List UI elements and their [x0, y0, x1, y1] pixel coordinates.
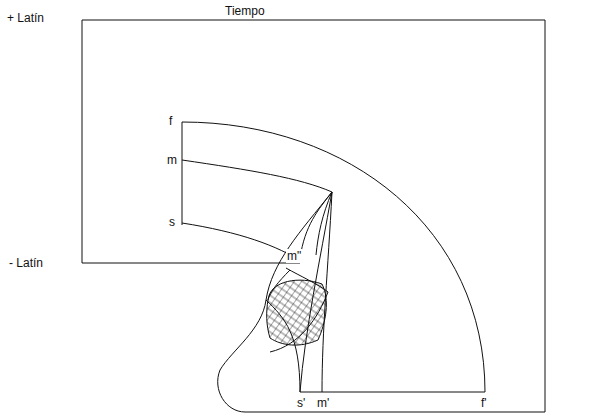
- frame-line: [82, 20, 545, 412]
- curve-letter: m": [286, 249, 302, 263]
- start-bar: [182, 122, 183, 225]
- curve-letter: m': [316, 396, 330, 410]
- curve-letter: f: [168, 114, 173, 128]
- ribbon-edge: [266, 300, 300, 392]
- minus-axis-line: [82, 263, 300, 264]
- axis-label: - Latín: [8, 256, 44, 270]
- fold-line: [300, 192, 332, 258]
- hatched-twist: [267, 280, 327, 345]
- end-line: [300, 392, 485, 393]
- s-curve: [182, 223, 302, 262]
- axis-label: Tiempo: [224, 4, 266, 18]
- curve-letter: f': [480, 396, 488, 410]
- ribbon-edge: [218, 192, 332, 412]
- curve-letter: m: [166, 153, 178, 167]
- m-curve: [182, 160, 332, 192]
- ribbon-edge: [270, 292, 328, 352]
- f-curve: [182, 122, 485, 392]
- curve-letter: s': [296, 396, 306, 410]
- curve-letter: s: [168, 215, 176, 229]
- axis-label: + Latín: [6, 11, 45, 25]
